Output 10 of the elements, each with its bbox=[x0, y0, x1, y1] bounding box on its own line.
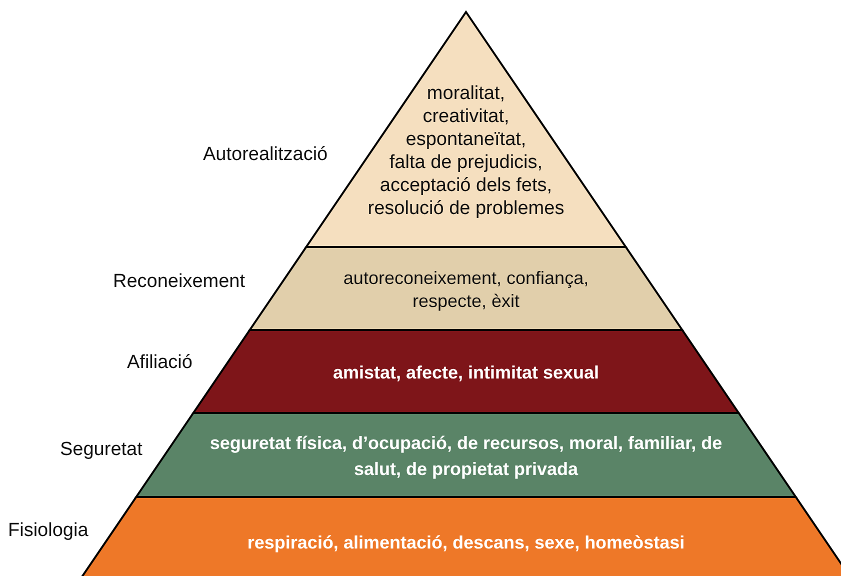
level-label: Fisiologia bbox=[8, 520, 88, 542]
level-text: amistat, afecte, intimitat sexual bbox=[332, 362, 600, 384]
level-text: moralitat, creativitat, espontaneïtat, falta de prejudicis, acceptació dels fets, resolució de problemes bbox=[368, 83, 564, 219]
level-label: Seguretat bbox=[60, 439, 142, 461]
level-text: respiració, alimentació, descans, sexe, homeòstasi bbox=[246, 532, 686, 554]
level-text: seguretat física, d’ocupació, de recursos, moral, familiar, de salut, de propietat privada bbox=[208, 432, 724, 481]
level-label: Reconeixement bbox=[113, 271, 246, 293]
level-label: Autorealització bbox=[203, 144, 328, 166]
level-label: Afiliació bbox=[127, 352, 192, 374]
level-text: autoreconeixement, confiança, respecte, èxit bbox=[342, 267, 590, 313]
